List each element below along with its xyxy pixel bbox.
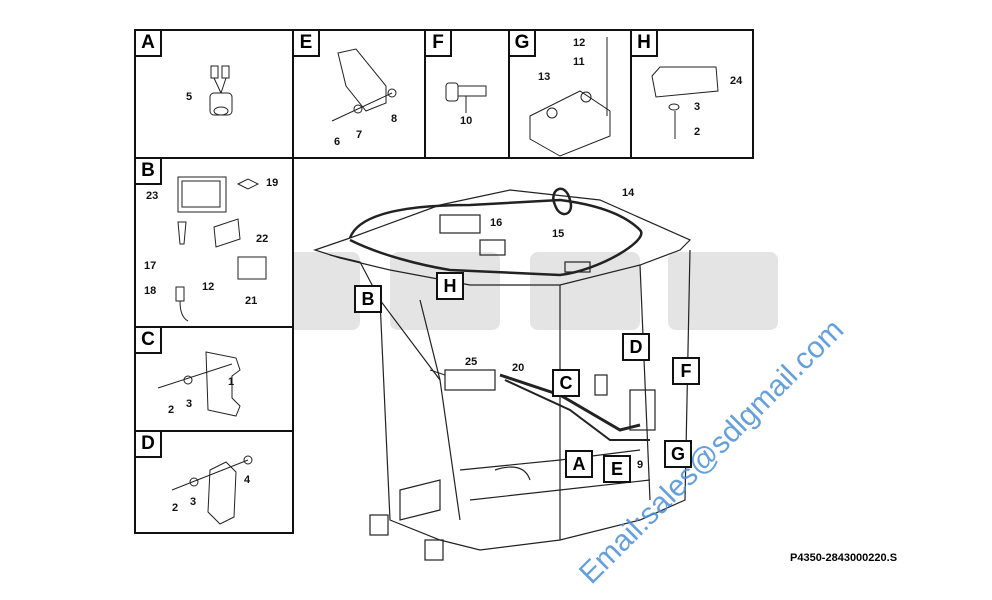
panel-tag: A xyxy=(136,31,162,57)
part-number: 5 xyxy=(186,91,193,103)
lamp-part-icon xyxy=(651,66,719,139)
part-number: 2 xyxy=(694,126,701,138)
callout-g: G xyxy=(664,440,692,468)
panel-d: D 4 2 3 xyxy=(134,430,294,534)
panel-h: H 24 3 2 xyxy=(630,29,754,159)
panel-c: C 1 2 3 xyxy=(134,326,294,432)
part-number: 20 xyxy=(512,362,525,374)
part-number: 16 xyxy=(490,217,503,229)
part-number: 12 xyxy=(573,37,586,49)
bracket-part-icon xyxy=(331,48,397,122)
panel-tag: D xyxy=(136,432,162,458)
panel-tag: H xyxy=(632,31,658,57)
callout-c: C xyxy=(552,369,580,397)
panel-a: A 5 xyxy=(134,29,294,159)
camera-part-icon xyxy=(209,65,233,116)
panel-b: B 23 19 22 17 12 21 18 xyxy=(134,157,294,328)
part-number: 2 xyxy=(172,502,179,514)
bolt-part-icon xyxy=(445,82,487,113)
part-number: 25 xyxy=(465,356,478,368)
part-number: 18 xyxy=(144,285,157,297)
callout-h: H xyxy=(436,272,464,300)
panel-tag: E xyxy=(294,31,320,57)
part-number: 1 xyxy=(228,376,235,388)
part-number: 17 xyxy=(144,260,157,272)
part-number: 8 xyxy=(391,113,398,125)
part-number: 24 xyxy=(730,75,743,87)
part-number: 13 xyxy=(538,71,551,83)
part-number: 21 xyxy=(245,295,258,307)
part-number: 11 xyxy=(573,56,585,68)
part-number: 19 xyxy=(266,177,279,189)
panel-e: E 6 7 8 xyxy=(292,29,426,159)
drawing-code: P4350-2843000220.S xyxy=(790,552,898,564)
part-number: 15 xyxy=(552,228,565,240)
part-number: 7 xyxy=(356,129,363,141)
part-number: 6 xyxy=(334,136,341,148)
bracket-part-icon xyxy=(157,351,241,417)
part-number: 4 xyxy=(244,474,251,486)
panel-tag: F xyxy=(426,31,452,57)
part-number: 3 xyxy=(190,496,197,508)
fuse-box-part-icon xyxy=(529,37,611,157)
panel-g: G 12 11 13 xyxy=(508,29,632,159)
part-number: 22 xyxy=(256,233,269,245)
callout-e: E xyxy=(603,455,631,483)
handle-part-icon xyxy=(171,455,253,525)
panel-tag: C xyxy=(136,328,162,354)
panel-tag: B xyxy=(136,159,162,185)
callout-a: A xyxy=(565,450,593,478)
part-number: 3 xyxy=(694,101,701,113)
panel-tag: G xyxy=(510,31,536,57)
part-number: 3 xyxy=(186,398,193,410)
callout-b: B xyxy=(354,285,382,313)
callout-f: F xyxy=(672,357,700,385)
part-number: 23 xyxy=(146,190,159,202)
part-number: 12 xyxy=(202,281,215,293)
part-number: 2 xyxy=(168,404,175,416)
part-number: 14 xyxy=(622,187,635,199)
part-number: 9 xyxy=(637,459,644,471)
part-number: 10 xyxy=(460,115,473,127)
callout-d: D xyxy=(622,333,650,361)
monitor-part-icon xyxy=(175,176,267,322)
panel-f: F 10 xyxy=(424,29,510,159)
